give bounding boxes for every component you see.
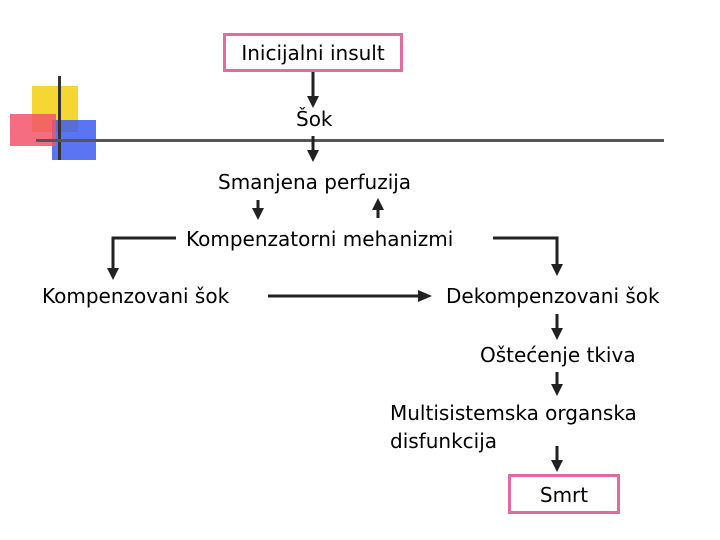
node-reduced-perfusion: Smanjena perfuzija (218, 170, 412, 194)
arrowhead-up (372, 198, 384, 210)
deco-vertical-line (58, 76, 61, 160)
arrowhead-death (551, 460, 563, 472)
node-compensated-shock: Kompenzovani šok (42, 284, 230, 308)
arrowhead-compensated (107, 268, 119, 280)
node-shock: Šok (296, 107, 333, 131)
arrowhead-shock (307, 96, 319, 108)
node-initial-insult-label: Inicijalni insult (241, 41, 385, 65)
arrowhead-perfusion (307, 150, 319, 162)
node-initial-insult: Inicijalni insult (223, 33, 403, 72)
arrowhead-horizontal (418, 290, 432, 302)
node-decompensated-shock: Dekompenzovani šok (446, 284, 660, 308)
arrowhead-mods (551, 384, 563, 396)
arrow-mechanisms-to-decompensated (493, 236, 559, 266)
arrowhead-tissue (551, 328, 563, 340)
arrow-mechanisms-to-compensated (111, 236, 176, 270)
node-death: Smrt (508, 474, 620, 514)
node-compensatory-mechanisms: Kompenzatorni mehanizmi (186, 227, 454, 251)
arrowhead-decompensated (551, 264, 563, 276)
node-tissue-damage: Oštećenje tkiva (480, 343, 636, 367)
node-death-label: Smrt (539, 483, 589, 507)
node-mods-line1: Multisistemska organska (390, 401, 637, 425)
arrowhead-perfusion-down (252, 208, 264, 220)
deco-horizontal-line (36, 139, 664, 142)
node-mods-line2: disfunkcija (390, 429, 498, 453)
